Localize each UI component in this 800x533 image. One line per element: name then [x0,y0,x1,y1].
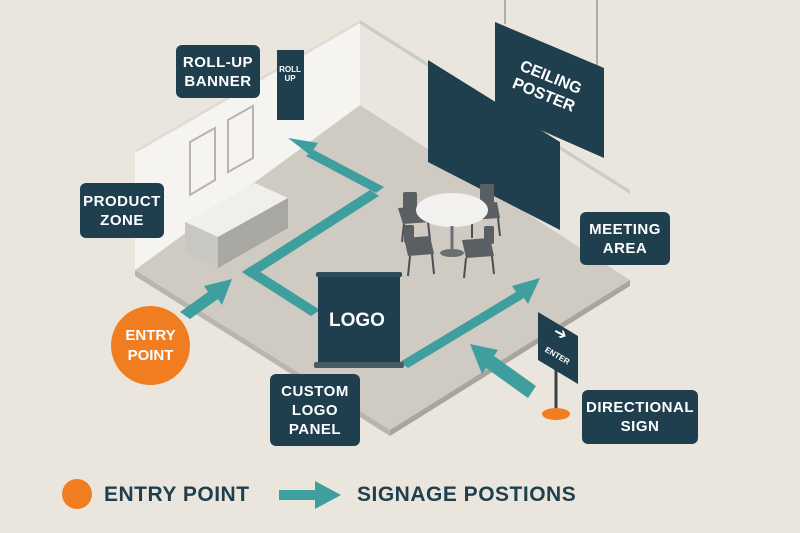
directional-sign-board [538,312,578,384]
counter-front [185,222,218,268]
legend-entry-point-text: ENTRY POINT [104,483,250,506]
meeting-area-label: MEETING AREA [580,212,670,265]
path-arrow-meeting [400,278,540,368]
path-segment-3 [306,150,384,193]
path-arrow-directional [470,344,536,398]
logo-panel-top [316,272,402,277]
directional-sign-label: DIRECTIONAL SIGN [582,390,698,444]
path-segment-1 [242,190,379,278]
path-arrow-entry [180,279,232,319]
ceiling-poster-board [495,22,604,158]
back-wall-panel [428,60,560,230]
logo-panel-text: LOGO [329,310,385,331]
floor-edge-right [390,280,630,436]
wall-frame-1 [189,126,216,197]
logo-panel-stand [318,275,400,367]
entry-point-marker: ENTRY POINT [111,306,190,385]
directional-sign-base [542,408,570,420]
legend-signage-positions-text: SIGNAGE POSTIONS [357,483,577,506]
roll-up-banner-label: ROLL-UP BANNER [176,45,260,98]
legend-arrow-icon [279,481,341,509]
legend-entry-dot [62,479,92,509]
counter-side [218,198,288,268]
path-arrow-rollup [288,138,318,155]
counter-top [185,183,288,237]
signage-path-arrows [180,138,540,398]
path-segment-2 [242,266,320,316]
wall-frame-2 [227,104,254,174]
roll-up-banner-prop [277,50,304,120]
product-zone-label: PRODUCT ZONE [80,183,164,238]
meeting-table-set [398,184,501,279]
logo-panel-base [314,362,404,368]
custom-logo-panel-label: CUSTOM LOGO PANEL [270,374,360,446]
